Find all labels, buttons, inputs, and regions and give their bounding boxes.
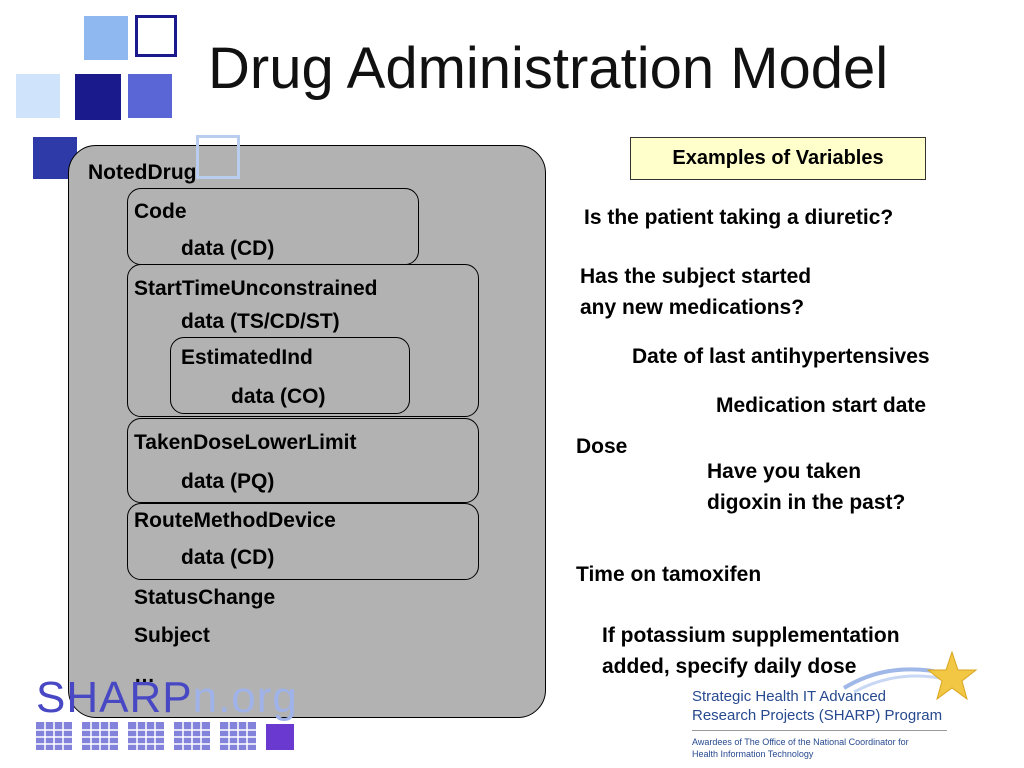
estimated-ind-box	[170, 337, 410, 414]
start-time-datatype: data (TS/CD/ST)	[181, 310, 340, 333]
logo-text-strong: SHARP	[36, 673, 193, 722]
route-method-datatype: data (CD)	[181, 546, 275, 569]
sharpn-logo: SHARPn.org	[36, 676, 298, 720]
logo-text-faded: n.org	[192, 673, 298, 722]
decorative-square	[75, 74, 121, 120]
footer-awardees-line2: Health Information Technology	[692, 749, 814, 759]
route-method-box	[127, 503, 479, 580]
start-time-label: StartTimeUnconstrained	[134, 277, 378, 300]
logo-pattern-icon	[36, 722, 294, 750]
decorative-square-outline	[135, 15, 177, 57]
example-item: Has the subject started	[580, 265, 812, 288]
sharp-star-icon	[842, 650, 978, 701]
example-item: Dose	[576, 435, 628, 458]
subject-label: Subject	[134, 624, 210, 647]
taken-dose-box	[127, 418, 479, 503]
noted-drug-label: NotedDrug	[88, 161, 197, 184]
ellipsis-label: …	[134, 664, 155, 687]
decorative-square	[16, 74, 60, 118]
slide-title: Drug Administration Model	[208, 36, 889, 101]
footer-divider	[692, 730, 947, 731]
example-item: added, specify daily dose	[602, 655, 857, 678]
decorative-square	[128, 74, 172, 118]
footer-awardees-line1: Awardees of The Office of the National C…	[692, 737, 909, 747]
examples-header: Examples of Variables	[630, 137, 926, 180]
code-datatype: data (CD)	[181, 237, 275, 260]
route-method-label: RouteMethodDevice	[134, 509, 336, 532]
decorative-square-outline	[196, 135, 240, 179]
example-item: Have you taken	[707, 460, 862, 483]
taken-dose-label: TakenDoseLowerLimit	[134, 431, 357, 454]
example-item: any new medications?	[580, 296, 805, 319]
decorative-square	[84, 16, 128, 60]
footer-program-line2: Research Projects (SHARP) Program	[692, 707, 943, 724]
taken-dose-datatype: data (PQ)	[181, 470, 275, 493]
estimated-ind-datatype: data (CO)	[231, 385, 326, 408]
example-item: Time on tamoxifen	[576, 563, 762, 586]
example-item: Date of last antihypertensives	[632, 345, 930, 368]
status-change-label: StatusChange	[134, 586, 276, 609]
example-item: Is the patient taking a diuretic?	[584, 206, 894, 229]
estimated-ind-label: EstimatedInd	[181, 346, 313, 369]
code-label: Code	[134, 200, 187, 223]
example-item: If potassium supplementation	[602, 624, 900, 647]
footer-program-line1: Strategic Health IT Advanced	[692, 688, 887, 705]
example-item: Medication start date	[716, 394, 927, 417]
example-item: digoxin in the past?	[707, 491, 906, 514]
